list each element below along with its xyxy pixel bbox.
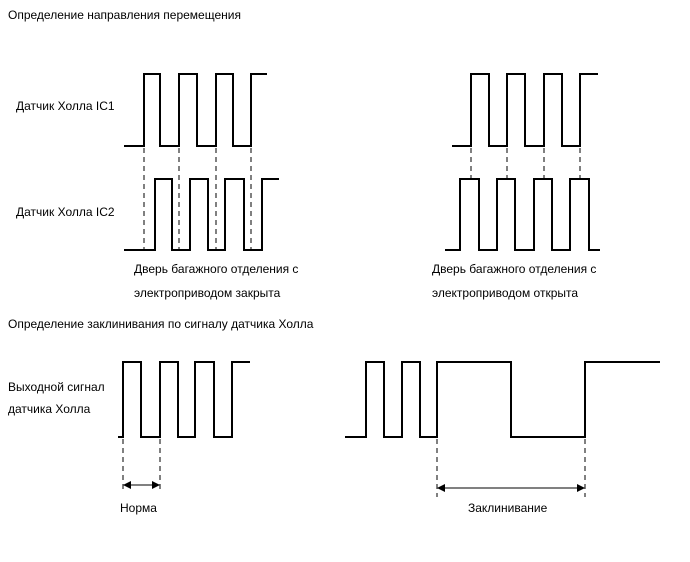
output-label-line1: Выходной сигнал (8, 380, 105, 394)
jam-label: Заклинивание (468, 501, 548, 515)
open-dashed-guides (470, 148, 581, 178)
open-caption-line2: электроприводом открыта (432, 286, 578, 300)
output-label-line2: датчика Холла (8, 402, 91, 416)
closed-ic1-waveform (124, 73, 267, 147)
section1-title: Определение направления перемещения (8, 8, 241, 22)
closed-caption-line2: электроприводом закрыта (134, 286, 281, 300)
closed-caption-line1: Дверь багажного отделения с (134, 262, 298, 276)
open-caption-line1: Дверь багажного отделения с (432, 262, 596, 276)
sensor-ic2-label: Датчик Холла IC2 (16, 205, 115, 219)
jam-waveform (345, 361, 660, 438)
closed-dashed-guides (143, 148, 252, 249)
jam-interval-marker (436, 439, 586, 497)
normal-waveform (118, 361, 250, 438)
closed-ic2-waveform (124, 178, 279, 251)
normal-label: Норма (120, 501, 157, 515)
section2-title: Определение заклинивания по сигналу датч… (8, 317, 314, 331)
sensor-ic1-label: Датчик Холла IC1 (16, 99, 115, 113)
open-ic1-waveform (452, 73, 598, 147)
open-ic2-waveform (445, 178, 600, 251)
normal-period-marker (122, 439, 161, 492)
